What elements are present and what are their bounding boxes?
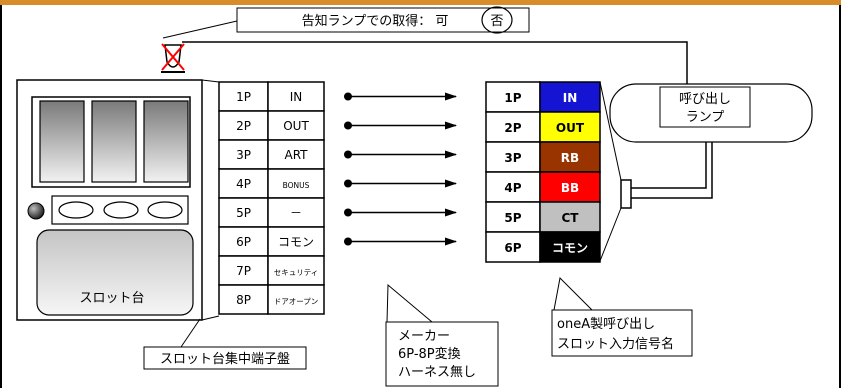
terminal-row: 4P BONUS (218, 168, 325, 199)
board-connector-top (201, 79, 220, 83)
onea-row: 5P CT (485, 201, 601, 233)
terminal-board-caption: スロット台集中端子盤 (160, 351, 290, 367)
lamp-label-line2: ランプ (686, 110, 725, 125)
terminal-pin-label: 1P (236, 90, 251, 104)
stop-button-left (58, 201, 94, 219)
onea-signal-label: CT (562, 211, 580, 225)
onea-pin-label: 1P (504, 91, 521, 105)
title-box: 告知ランプでの取得： 可 否 (236, 6, 530, 34)
lamp-signal-wire (182, 41, 688, 87)
signal-arrow (344, 237, 457, 246)
onea-pin-label: 6P (504, 241, 521, 255)
terminal-pin-label: 3P (236, 148, 251, 162)
terminal-pin-label: 4P (236, 177, 251, 191)
terminal-signal-label: OUT (283, 119, 309, 133)
call-lamp: 呼び出し ランプ (609, 83, 813, 143)
terminal-row: 8P ドアオープン (218, 284, 325, 315)
onea-row: 2P OUT (485, 111, 601, 143)
selection-circle (481, 6, 513, 34)
title-text: 告知ランプでの取得： 可 (302, 13, 449, 29)
onea-caption-line2: スロット入力信号名 (557, 336, 674, 352)
lamp-label-line1: 呼び出し (679, 92, 731, 107)
terminal-signal-label: ART (284, 148, 308, 162)
harness-note-line2: 6P-8P変換 (398, 346, 461, 362)
board-connector-bottom (201, 315, 220, 321)
onea-signal-cell (539, 201, 601, 233)
onea-board: 1P IN 2P OUT 3P RB 4P BB 5P CT 6P コモン (485, 81, 601, 263)
signal-arrow (344, 208, 457, 217)
onea-signal-cell (539, 171, 601, 203)
reel-center (91, 100, 137, 183)
reel-left (39, 100, 85, 183)
onea-pin-label: 3P (504, 151, 521, 165)
onea-signal-label: BB (561, 181, 579, 195)
onea-signal-label: IN (563, 91, 578, 105)
terminal-signal-label: セキュリティ (274, 268, 319, 277)
onea-row: 1P IN (485, 81, 601, 113)
terminal-row: 7P セキュリティ (218, 255, 325, 286)
terminal-row: 6P コモン (218, 226, 325, 257)
terminal-pin-label: 8P (236, 293, 251, 307)
stop-button-right (147, 201, 183, 219)
terminal-row: 2P OUT (218, 110, 325, 141)
plug-connector-bottom (599, 207, 622, 262)
signal-arrow (344, 92, 457, 101)
onea-row: 3P RB (485, 141, 601, 173)
terminal-signal-label: コモン (278, 235, 314, 249)
onea-pin-label: 2P (504, 121, 521, 135)
signal-arrow (344, 121, 457, 130)
terminal-board-callout: スロット台集中端子盤 (143, 318, 307, 370)
title-option-circled: 否 (490, 14, 503, 29)
terminal-row: 5P － (218, 197, 325, 228)
reel-right (143, 100, 189, 183)
terminal-row: 3P ART (218, 139, 325, 170)
signal-arrows (344, 92, 457, 246)
top-border (0, 0, 841, 5)
plug-connector-top (599, 81, 622, 181)
terminal-row: 1P IN (218, 81, 325, 112)
onea-signal-cell (539, 81, 601, 113)
signal-arrow (344, 150, 457, 159)
terminal-pin-label: 2P (236, 119, 251, 133)
onea-signal-label: OUT (556, 121, 585, 135)
onea-pin-label: 4P (504, 181, 521, 195)
onea-signal-label: コモン (552, 241, 588, 255)
terminal-board: 1P IN 2P OUT 3P ART 4P BONUS 5P － 6P コモン 7P セキュリティ 8P ド… (218, 81, 325, 315)
terminal-pin-label: 7P (236, 264, 251, 278)
medal-button-icon (27, 202, 45, 220)
terminal-signal-label: ドアオープン (274, 297, 319, 306)
onea-signal-cell (539, 231, 601, 263)
terminal-signal-label: IN (290, 90, 303, 104)
onea-signal-label: RB (561, 151, 579, 165)
crossed-lamp-icon (161, 43, 185, 73)
harness-note-line1: メーカー (398, 329, 450, 344)
terminal-pin-label: 6P (236, 235, 251, 249)
slot-machine: スロット台 (16, 79, 203, 321)
plug-icon (620, 179, 632, 209)
onea-callout: oneA製呼び出し スロット入力信号名 (551, 276, 693, 357)
terminal-pin-label: 5P (236, 206, 251, 220)
onea-row: 4P BB (485, 171, 601, 203)
stop-button-center (103, 201, 139, 219)
terminal-signal-label: － (290, 206, 302, 220)
lower-panel (36, 229, 194, 316)
note-leader-line (162, 20, 238, 39)
terminal-signal-label: BONUS (283, 181, 310, 190)
onea-row: 6P コモン (485, 231, 601, 263)
slot-label: スロット台 (79, 291, 144, 306)
onea-pin-label: 5P (504, 211, 521, 225)
onea-caption-line1: oneA製呼び出し (557, 317, 655, 332)
lamp-cable (631, 142, 713, 199)
harness-callout: メーカー 6P-8P変換 ハーネス無し (385, 283, 499, 387)
signal-arrow (344, 179, 457, 188)
harness-note-line3: ハーネス無し (398, 365, 476, 380)
